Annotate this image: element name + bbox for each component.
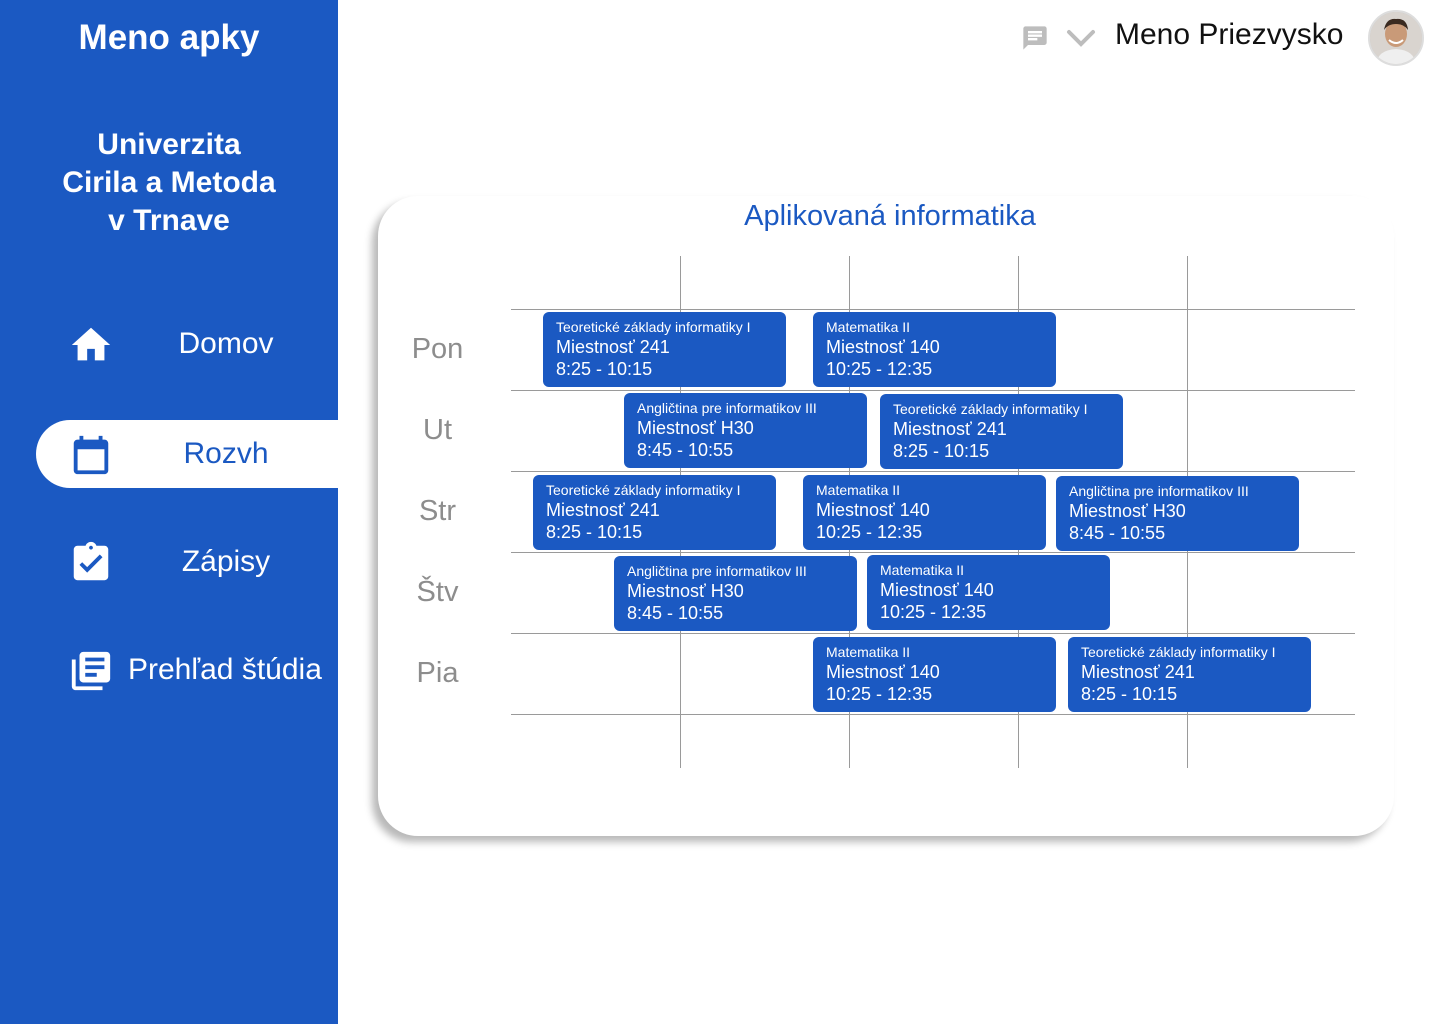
grid-line xyxy=(511,633,1355,634)
event-title: Matematika II xyxy=(826,319,911,335)
grid-line xyxy=(511,714,1355,715)
schedule-event[interactable]: Angličtina pre informatikov III Miestnos… xyxy=(614,556,857,631)
nav-item-rozvh[interactable]: Rozvh xyxy=(36,420,338,488)
event-room: Miestnosť H30 xyxy=(627,581,744,601)
schedule-event[interactable]: Angličtina pre informatikov III Miestnos… xyxy=(624,393,867,468)
schedule-event[interactable]: Matematika II Miestnosť 140 10:25 - 12:3… xyxy=(803,475,1046,550)
event-room: Miestnosť 140 xyxy=(816,500,930,520)
event-title: Angličtina pre informatikov III xyxy=(637,400,817,416)
grid-line xyxy=(511,552,1355,553)
nav-item-label: Zápisy xyxy=(181,545,271,578)
event-title: Teoretické základy informatiky I xyxy=(556,319,751,335)
grid-line xyxy=(511,390,1355,391)
day-label: Str xyxy=(418,495,457,527)
avatar[interactable] xyxy=(1368,10,1424,66)
event-room: Miestnosť 241 xyxy=(556,337,670,357)
event-time: 8:25 - 10:15 xyxy=(546,522,643,542)
event-room: Miestnosť 241 xyxy=(1081,662,1195,682)
nav-item-prehlad-studia[interactable]: Prehľad štúdia xyxy=(36,636,338,704)
sidebar: Meno apky Univerzita Cirila a Metoda v T… xyxy=(0,0,338,1024)
event-time: 8:25 - 10:15 xyxy=(1081,684,1178,704)
nav-item-domov[interactable]: Domov xyxy=(36,310,338,378)
university-name: Univerzita Cirila a Metoda v Trnave xyxy=(62,128,276,237)
schedule-event[interactable]: Matematika II Miestnosť 140 10:25 - 12:3… xyxy=(813,637,1056,712)
event-time: 8:45 - 10:55 xyxy=(637,440,734,460)
event-title: Angličtina pre informatikov III xyxy=(627,563,807,579)
event-time: 10:25 - 12:35 xyxy=(880,602,987,622)
day-label: Ut xyxy=(423,414,452,446)
schedule-title: Aplikovaná informatika xyxy=(744,200,1036,232)
app-name: Meno apky xyxy=(78,18,260,57)
schedule-event[interactable]: Teoretické základy informatiky I Miestno… xyxy=(533,475,776,550)
list-document-icon xyxy=(68,648,114,694)
clipboard-check-icon xyxy=(68,540,114,586)
schedule-event[interactable]: Teoretické základy informatiky I Miestno… xyxy=(880,394,1123,469)
event-title: Matematika II xyxy=(816,482,901,498)
grid-line xyxy=(511,309,1355,310)
event-time: 8:25 - 10:15 xyxy=(556,359,653,379)
event-title: Teoretické základy informatiky I xyxy=(546,482,741,498)
event-room: Miestnosť H30 xyxy=(637,418,754,438)
nav-item-zapisy[interactable]: Zápisy xyxy=(36,528,338,596)
event-time: 10:25 - 12:35 xyxy=(816,522,923,542)
nav-item-label: Prehľad štúdia xyxy=(128,653,322,686)
schedule-event[interactable]: Angličtina pre informatikov III Miestnos… xyxy=(1056,476,1299,551)
event-title: Teoretické základy informatiky I xyxy=(1081,644,1276,660)
event-time: 8:25 - 10:15 xyxy=(893,441,990,461)
event-time: 8:45 - 10:55 xyxy=(1069,523,1166,543)
day-label: Štv xyxy=(416,576,459,608)
user-name[interactable]: Meno Priezvysko xyxy=(1115,18,1344,51)
schedule-event[interactable]: Teoretické základy informatiky I Miestno… xyxy=(1068,637,1311,712)
home-icon xyxy=(68,322,114,368)
day-label: Pon xyxy=(411,333,464,365)
event-time: 10:25 - 12:35 xyxy=(826,359,933,379)
message-icon[interactable] xyxy=(1020,24,1050,52)
event-room: Miestnosť H30 xyxy=(1069,501,1186,521)
event-room: Miestnosť 241 xyxy=(546,500,660,520)
event-room: Miestnosť 140 xyxy=(826,662,940,682)
event-title: Matematika II xyxy=(880,562,965,578)
event-title: Teoretické základy informatiky I xyxy=(893,401,1088,417)
event-title: Matematika II xyxy=(826,644,911,660)
nav-item-label: Rozvh xyxy=(183,437,269,470)
grid-line xyxy=(511,471,1355,472)
schedule-event[interactable]: Teoretické základy informatiky I Miestno… xyxy=(543,312,786,387)
event-room: Miestnosť 140 xyxy=(826,337,940,357)
schedule-event[interactable]: Matematika II Miestnosť 140 10:25 - 12:3… xyxy=(813,312,1056,387)
calendar-icon xyxy=(68,432,114,478)
event-time: 10:25 - 12:35 xyxy=(826,684,933,704)
event-room: Miestnosť 140 xyxy=(880,580,994,600)
day-label: Pia xyxy=(416,657,459,689)
chevron-down-icon[interactable] xyxy=(1066,26,1096,50)
schedule-event[interactable]: Matematika II Miestnosť 140 10:25 - 12:3… xyxy=(867,555,1110,630)
event-room: Miestnosť 241 xyxy=(893,419,1007,439)
event-time: 8:45 - 10:55 xyxy=(627,603,724,623)
event-title: Angličtina pre informatikov III xyxy=(1069,483,1249,499)
nav-item-label: Domov xyxy=(178,327,274,360)
